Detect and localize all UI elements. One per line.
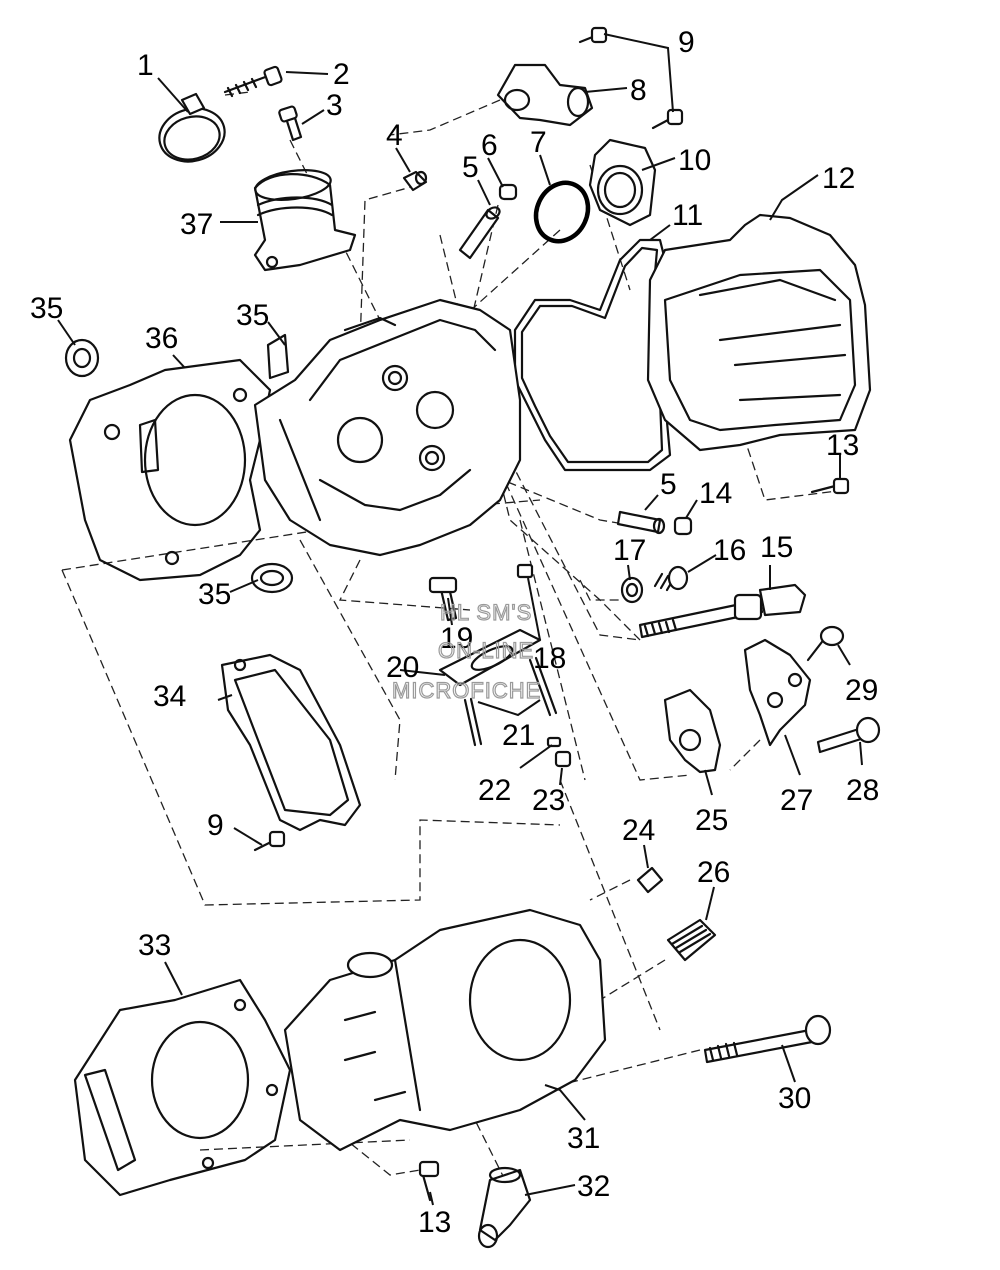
callout-22: 22 xyxy=(478,774,511,807)
part-9-screw-top xyxy=(578,26,684,130)
callout-13-b: 13 xyxy=(418,1206,451,1239)
part-28-bolt xyxy=(816,716,881,754)
leader-lines xyxy=(57,33,863,1206)
part-12-valve-cover xyxy=(646,213,872,452)
callout-29: 29 xyxy=(845,674,878,707)
callout-1: 1 xyxy=(137,49,154,82)
part-5-valve-guide-right xyxy=(616,510,666,535)
callout-32: 32 xyxy=(577,1170,610,1203)
part-3-screw xyxy=(278,105,303,142)
callout-16: 16 xyxy=(713,534,746,567)
part-29-screw xyxy=(806,625,845,662)
part-16-spring xyxy=(653,565,689,592)
part-24-dowel xyxy=(636,866,664,894)
callout-19: 19 xyxy=(440,622,473,655)
part-21-studs xyxy=(463,656,558,747)
part-23-nut xyxy=(554,750,572,768)
part-18-stud xyxy=(516,563,534,579)
callout-17: 17 xyxy=(613,534,646,567)
part-35-seal-left xyxy=(64,338,100,378)
part-4-dowel xyxy=(402,170,428,192)
callout-26: 26 xyxy=(697,856,730,889)
part-14-plug xyxy=(673,516,693,536)
cylinder-head xyxy=(253,298,522,557)
part-6-plug xyxy=(498,183,518,201)
part-32-elbow xyxy=(477,1166,532,1249)
callout-31: 31 xyxy=(567,1122,600,1155)
callout-36: 36 xyxy=(145,322,178,355)
callout-21: 21 xyxy=(502,719,535,752)
callout-6: 6 xyxy=(481,129,498,162)
callout-35-b: 35 xyxy=(236,299,269,332)
watermark-line-1: HL SM'S xyxy=(440,600,532,625)
callout-4: 4 xyxy=(386,119,403,152)
callout-9-b: 9 xyxy=(207,809,224,842)
part-36-head-gasket xyxy=(68,358,272,582)
callout-30: 30 xyxy=(778,1082,811,1115)
part-35-seal-lower xyxy=(250,562,294,594)
watermark-line-3: MICROFICHE xyxy=(392,678,541,703)
part-10-thermostat-housing xyxy=(588,138,657,227)
callout-15: 15 xyxy=(760,531,793,564)
part-13-screw-lower xyxy=(418,1160,440,1202)
callout-35-c: 35 xyxy=(198,578,231,611)
callout-25: 25 xyxy=(695,804,728,837)
callout-12: 12 xyxy=(822,162,855,195)
part-11-cover-gasket xyxy=(513,238,672,472)
part-9-screw-lower xyxy=(253,830,286,852)
part-1-hose-clamp xyxy=(158,92,226,163)
callout-33: 33 xyxy=(138,929,171,962)
part-15-bolt xyxy=(638,583,807,639)
callout-37: 37 xyxy=(180,208,213,241)
watermark: HL SM'S ON-LINE MICROFICHE xyxy=(391,599,541,703)
callout-20: 20 xyxy=(386,651,419,684)
callout-9: 9 xyxy=(678,26,695,59)
callout-35-a: 35 xyxy=(30,292,63,325)
callout-7: 7 xyxy=(530,126,547,159)
callout-labels: 1 2 3 4 5 6 7 8 9 10 11 12 35 36 35 37 1… xyxy=(30,26,879,1239)
part-35-seal-stud xyxy=(266,333,290,380)
callout-8: 8 xyxy=(630,74,647,107)
part-25-bracket xyxy=(663,688,722,774)
part-37-intake-boot xyxy=(253,169,357,272)
part-22-pin xyxy=(546,736,562,748)
part-30-bolt xyxy=(703,1014,832,1064)
callout-2: 2 xyxy=(333,58,350,91)
part-8-coolant-elbow xyxy=(496,63,594,127)
callout-23: 23 xyxy=(532,784,565,817)
part-31-cylinder xyxy=(283,908,607,1152)
callout-5-b: 5 xyxy=(660,468,677,501)
part-26-fitting xyxy=(666,918,717,962)
callout-24: 24 xyxy=(622,814,655,847)
callout-18: 18 xyxy=(533,642,566,675)
callout-14: 14 xyxy=(699,477,732,510)
part-27-bracket xyxy=(743,638,812,747)
part-33-base-gasket xyxy=(73,978,292,1197)
part-19-bolt xyxy=(428,576,458,622)
watermark-line-2: ON-LINE xyxy=(438,638,534,663)
part-2-screw xyxy=(223,65,283,98)
callout-10: 10 xyxy=(678,144,711,177)
callout-11: 11 xyxy=(672,199,703,232)
part-7-o-ring xyxy=(533,180,591,244)
callout-34: 34 xyxy=(153,680,186,713)
callout-5: 5 xyxy=(462,151,479,184)
part-5-valve-guide xyxy=(458,206,501,260)
callout-27: 27 xyxy=(780,784,813,817)
callout-28: 28 xyxy=(846,774,879,807)
part-13-screw-upper xyxy=(810,477,850,495)
callout-13-a: 13 xyxy=(826,429,859,462)
callout-3: 3 xyxy=(326,89,343,122)
part-34-side-cover xyxy=(220,653,362,832)
part-17-washer xyxy=(620,576,644,604)
